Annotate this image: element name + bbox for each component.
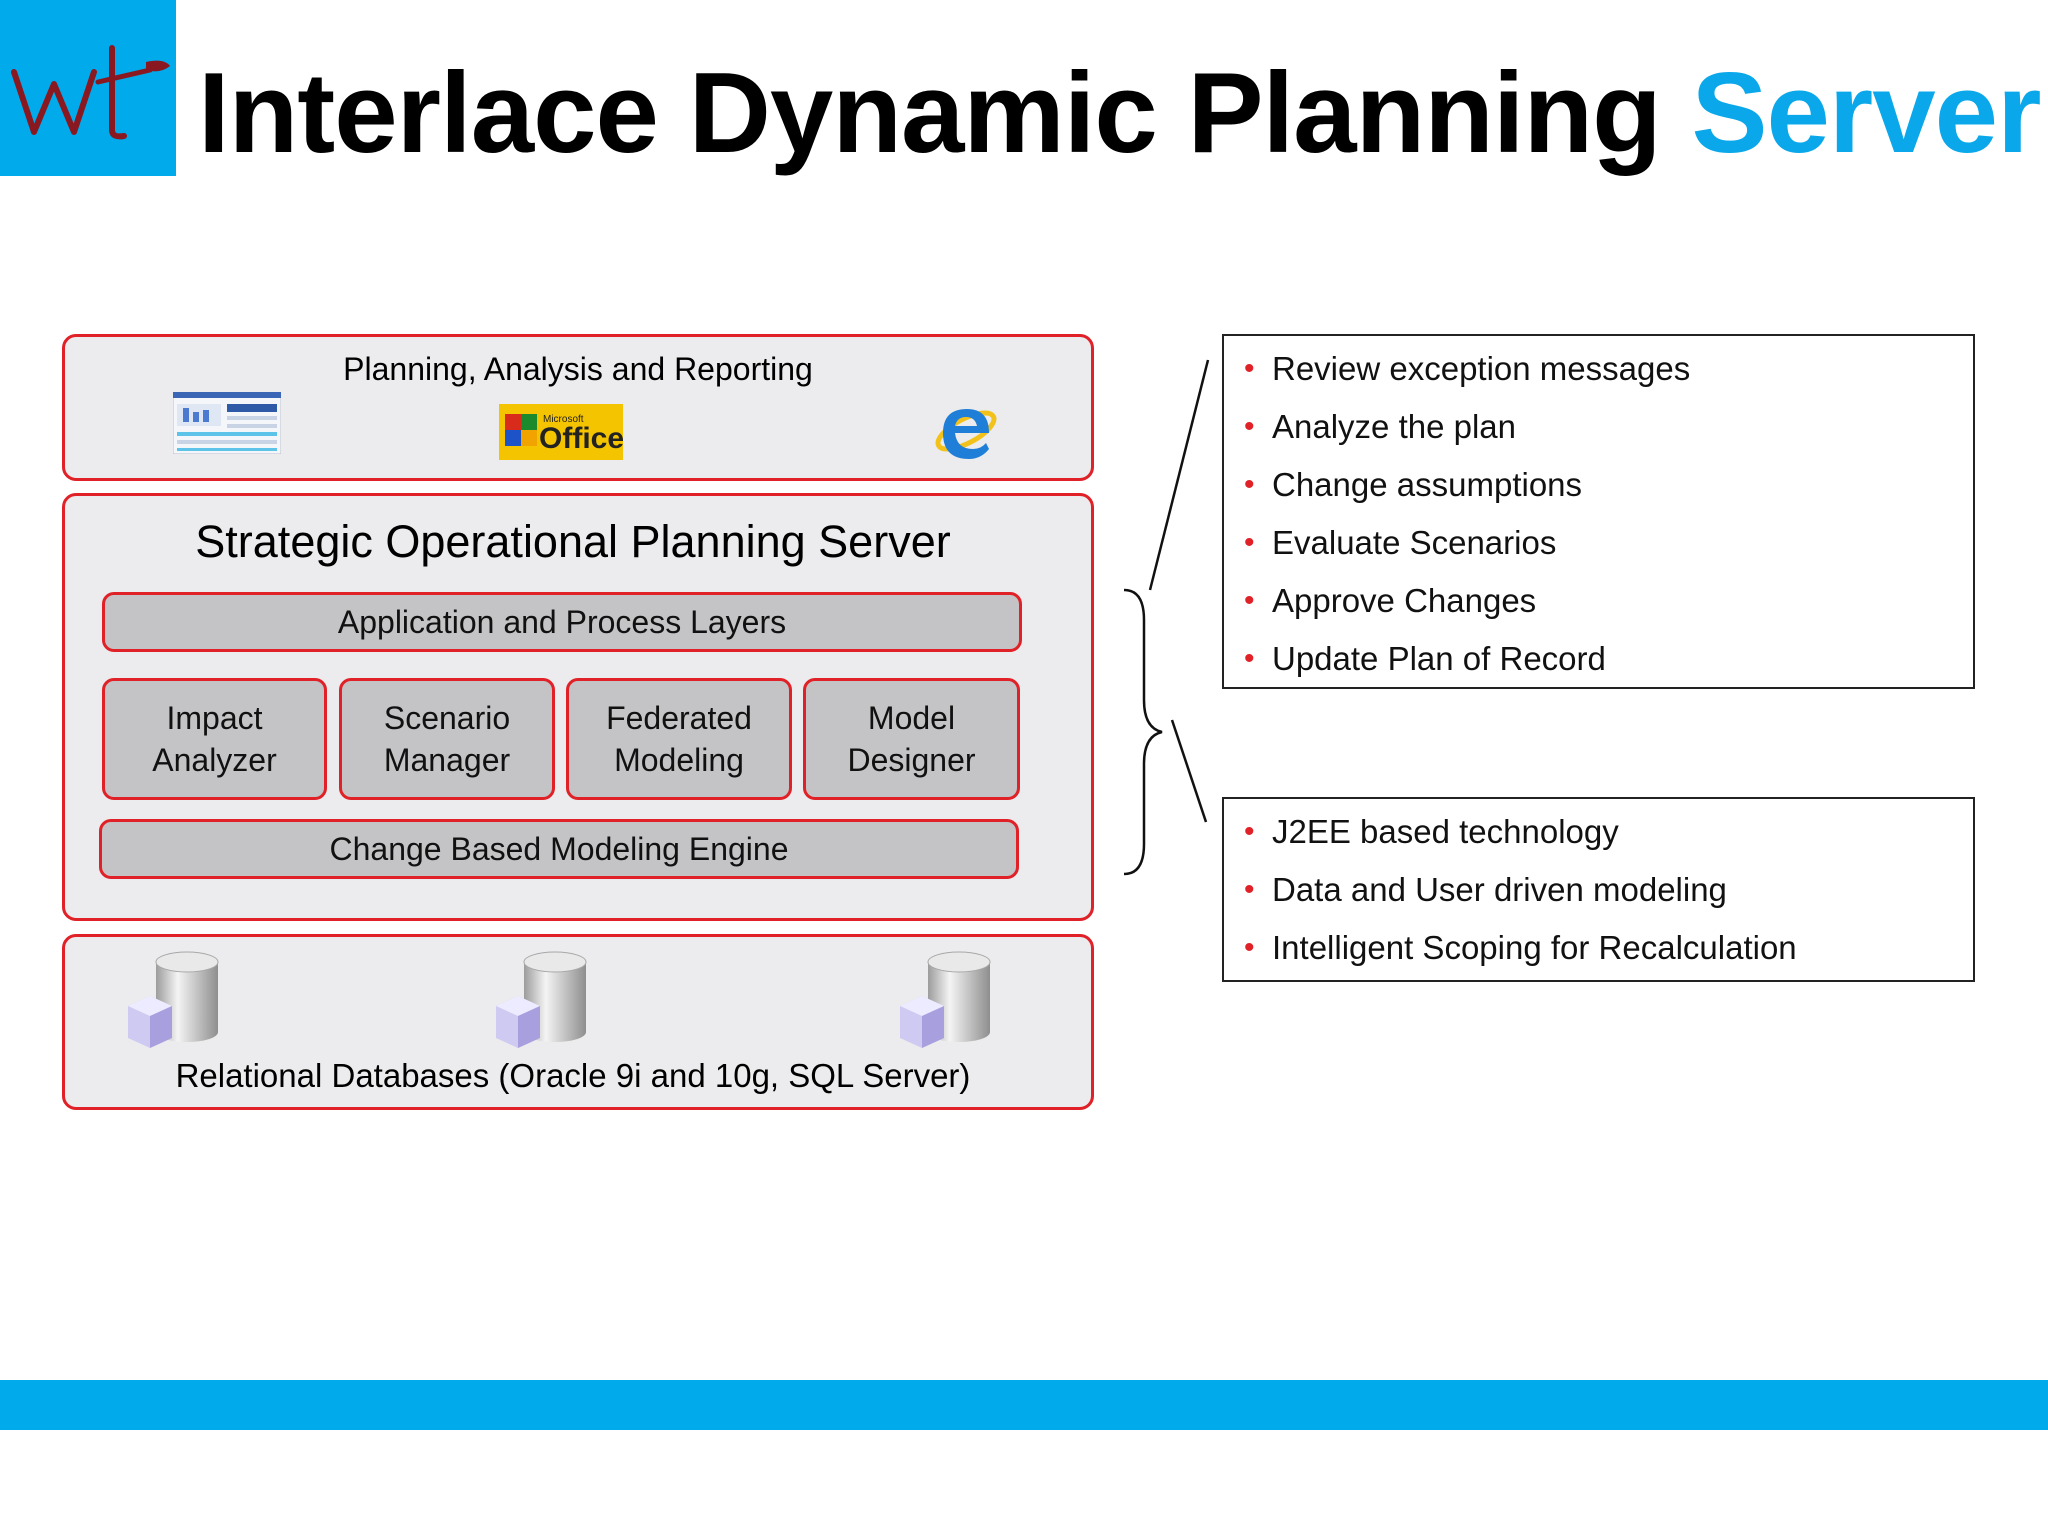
- modeling-engine-label: Change Based Modeling Engine: [329, 831, 789, 867]
- capabilities-callout: •Review exception messages •Analyze the …: [1222, 334, 1975, 689]
- technology-callout: •J2EE based technology •Data and User dr…: [1222, 797, 1975, 982]
- modeling-engine-box: Change Based Modeling Engine: [99, 819, 1019, 879]
- database-icon: [900, 951, 991, 1048]
- module-scenario-manager: Scenario Manager: [339, 678, 555, 800]
- planning-analysis-title: Planning, Analysis and Reporting: [343, 351, 813, 387]
- internet-explorer-icon: [935, 409, 997, 459]
- spreadsheet-report-icon: [173, 392, 281, 454]
- microsoft-office-icon: Microsoft Office: [499, 404, 623, 460]
- footer-bar: [0, 1380, 2048, 1430]
- title-main: Interlace Dynamic Planning: [198, 50, 1692, 177]
- wt-logo-icon: [11, 45, 170, 140]
- list-item: •Evaluate Scenarios: [1244, 524, 1557, 561]
- list-item: •Review exception messages: [1244, 350, 1691, 387]
- brace-connector: [1123, 359, 1210, 876]
- module-model-designer: Model Designer: [803, 678, 1020, 800]
- module-federated-modeling: Federated Modeling: [566, 678, 792, 800]
- module-impact-analyzer: Impact Analyzer: [102, 678, 327, 800]
- module-label: Model Designer: [847, 700, 976, 778]
- database-panel-title: Relational Databases (Oracle 9i and 10g,…: [175, 1057, 971, 1094]
- list-item: •Data and User driven modeling: [1244, 871, 1727, 908]
- title-accent: Server: [1691, 50, 2041, 177]
- list-item: •Update Plan of Record: [1244, 640, 1606, 677]
- module-label: Scenario Manager: [383, 700, 511, 778]
- list-item: •Change assumptions: [1244, 466, 1583, 503]
- svg-text:Office: Office: [539, 422, 623, 455]
- list-item: •Approve Changes: [1244, 582, 1537, 619]
- database-icon: [496, 951, 587, 1048]
- module-label: Federated Modeling: [606, 700, 752, 778]
- list-item: •Intelligent Scoping for Recalculation: [1244, 929, 1797, 966]
- application-layer-box: Application and Process Layers: [102, 592, 1022, 652]
- list-item: •Analyze the plan: [1244, 408, 1517, 445]
- planning-server-title: Strategic Operational Planning Server: [195, 516, 951, 567]
- planning-analysis-panel: Planning, Analysis and Reporting Microso…: [62, 334, 1094, 481]
- module-label: Impact Analyzer: [152, 700, 277, 778]
- svg-text:Microsoft: Microsoft: [543, 414, 584, 425]
- list-item: •J2EE based technology: [1244, 813, 1619, 850]
- application-layer-label: Application and Process Layers: [337, 604, 787, 640]
- company-logo: [0, 0, 176, 176]
- page-title: Interlace Dynamic Planning Server: [198, 44, 2041, 184]
- database-icon: [128, 951, 219, 1048]
